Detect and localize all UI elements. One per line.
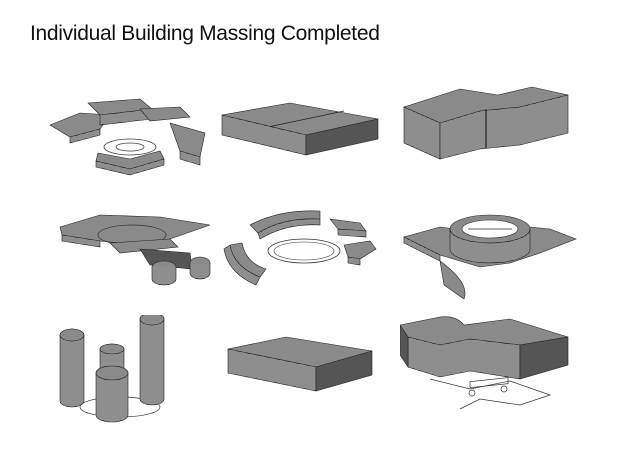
- ring-courtyard-on-winged-plinth-icon: [403, 214, 577, 300]
- massing-model-3: [400, 85, 580, 205]
- massing-model-5: [220, 205, 400, 325]
- page-title: Individual Building Massing Completed: [30, 22, 380, 45]
- layered-flat-slab-icon: [221, 102, 379, 156]
- massing-model-2: [220, 85, 400, 205]
- stepped-stack-with-site-plan-icon: [400, 316, 569, 410]
- massing-model-8: [220, 315, 400, 435]
- massing-model-9: [400, 315, 580, 435]
- curved-long-block-icon: [403, 86, 569, 160]
- ring-segment-pavilions-icon: [223, 210, 377, 286]
- massing-model-7: [40, 315, 220, 435]
- massing-grid: [40, 80, 600, 460]
- massing-model-4: [40, 205, 220, 325]
- spread-plan-with-cylinder-towers-icon: [59, 214, 211, 286]
- cylindrical-tower-cluster-icon: [59, 315, 165, 423]
- low-rectangular-slab-icon: [227, 336, 373, 392]
- clustered-plinth-with-ring-plan-icon: [49, 98, 206, 176]
- massing-model-6: [400, 205, 580, 325]
- massing-model-1: [40, 85, 220, 205]
